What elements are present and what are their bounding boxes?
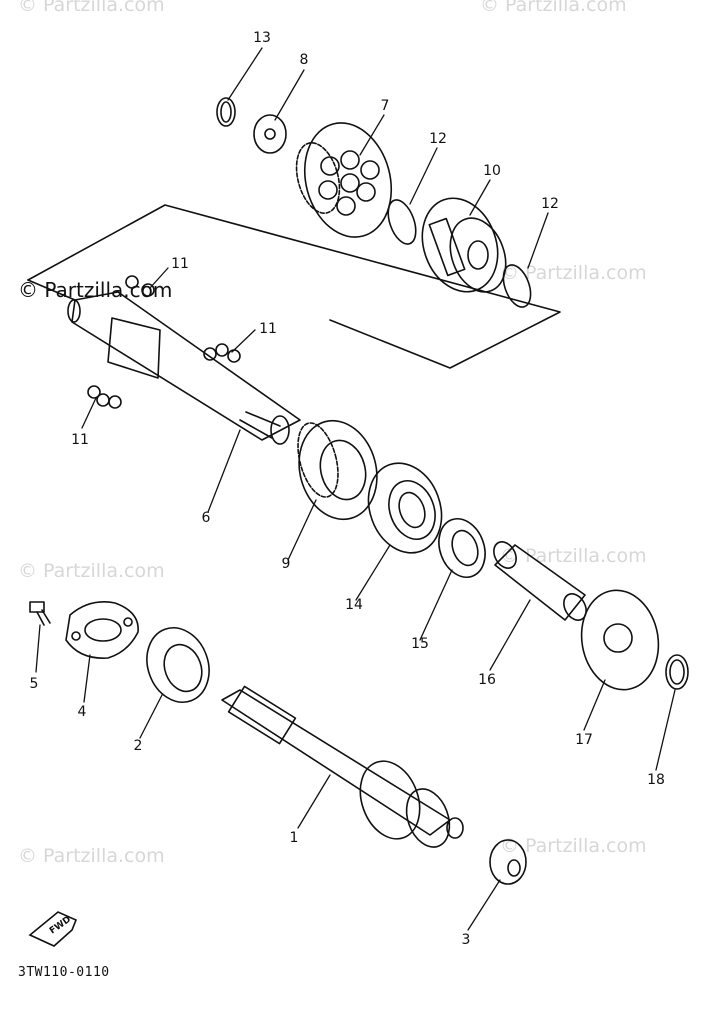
mainshaft-part-1 (221, 685, 464, 848)
fwd-arrow-icon: FWD (28, 911, 78, 947)
callout-14: 14 (345, 597, 363, 613)
callout-17: 17 (575, 732, 593, 748)
callout-16: 16 (478, 672, 496, 688)
callout-13: 13 (253, 30, 271, 46)
watermark: © Partzilla.com (500, 545, 647, 567)
gear-part-10 (421, 197, 507, 293)
callout-6: 6 (202, 510, 211, 526)
callout-11: 11 (171, 256, 189, 272)
watermark: © Partzilla.com (500, 262, 647, 284)
callout-11: 11 (71, 432, 89, 448)
callout-9: 9 (282, 556, 291, 572)
gear-part-7 (295, 122, 393, 238)
washer-part-8 (253, 114, 287, 154)
callout-18: 18 (647, 772, 665, 788)
collar-part-3 (489, 839, 527, 885)
sprocket-part-17 (580, 589, 660, 691)
circlip-part-18 (665, 654, 689, 690)
gear-part-9 (297, 419, 378, 521)
callout-3: 3 (462, 932, 471, 948)
leader-lines (35, 47, 676, 931)
subassembly-frame (27, 204, 561, 369)
bearing-part-2 (146, 627, 210, 703)
plate-part-4 (65, 601, 139, 659)
balls-part-11 (87, 275, 241, 409)
callout-12: 12 (429, 131, 447, 147)
collar-part-16 (493, 541, 587, 621)
watermark: © Partzilla.com (500, 835, 647, 857)
diagram-code: 3TW110-0110 (18, 965, 110, 980)
circlip-part-13 (216, 97, 236, 127)
callout-10: 10 (483, 163, 501, 179)
bolt-part-5 (29, 601, 51, 626)
callout-7: 7 (381, 98, 390, 114)
watermark: © Partzilla.com (18, 278, 173, 302)
callout-5: 5 (30, 676, 39, 692)
bearing-part-14 (367, 462, 443, 554)
callout-4: 4 (78, 704, 87, 720)
callout-11: 11 (259, 321, 277, 337)
watermark: © Partzilla.com (18, 560, 165, 582)
callout-15: 15 (411, 636, 429, 652)
watermark: © Partzilla.com (18, 0, 165, 16)
circlip-part-12-left (387, 199, 417, 245)
seal-part-15 (438, 518, 486, 578)
watermark: © Partzilla.com (480, 0, 627, 16)
watermark: © Partzilla.com (18, 845, 165, 867)
callout-12: 12 (541, 196, 559, 212)
circlip-part-12-right (502, 264, 532, 308)
callout-1: 1 (290, 830, 299, 846)
subassembly-frame-edge (27, 279, 76, 301)
callout-8: 8 (300, 52, 309, 68)
shaft-part-6 (67, 291, 301, 445)
callout-2: 2 (134, 738, 143, 754)
